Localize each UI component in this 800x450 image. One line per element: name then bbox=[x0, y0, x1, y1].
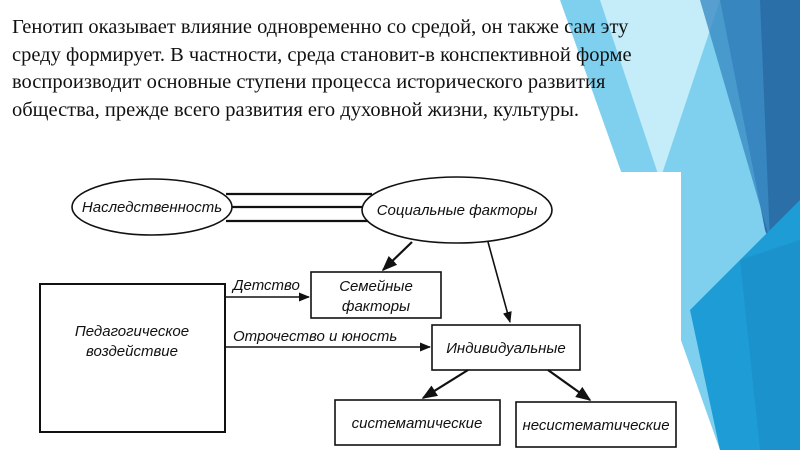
family-factors-node bbox=[310, 271, 442, 319]
social-factors-node bbox=[361, 176, 553, 244]
paragraph-line: среду формирует. В частности, среда стан… bbox=[12, 43, 632, 66]
heredity-label: Наследственность bbox=[82, 199, 222, 216]
adolescence-label: Отрочество и юность bbox=[233, 328, 397, 345]
pedagogical-node bbox=[39, 283, 226, 433]
childhood-label: Детство bbox=[231, 277, 300, 294]
arrow-to-unsystematic bbox=[547, 369, 592, 401]
systematic-label: систематические bbox=[352, 415, 483, 432]
social-factors-label: Социальные факторы bbox=[377, 202, 538, 219]
individual-node bbox=[431, 324, 581, 371]
slide-paragraph: Генотип оказывает влияние одновременно с… bbox=[12, 14, 702, 124]
pedagogical-label: воздействие bbox=[86, 343, 178, 360]
arrow-to-systematic bbox=[421, 369, 469, 399]
paragraph-line: общества, прежде всего развития его духо… bbox=[12, 98, 579, 121]
arrow-social-to-individual bbox=[487, 241, 512, 324]
systematic-node bbox=[334, 399, 501, 446]
unsystematic-label: несистематические bbox=[522, 417, 669, 434]
paragraph-line: Генотип оказывает влияние одновременно с… bbox=[12, 16, 629, 38]
individual-label: Индивидуальные bbox=[446, 340, 566, 357]
pedagogical-label: Педагогическое bbox=[75, 323, 189, 340]
family-factors-label: факторы bbox=[342, 298, 410, 315]
arrow-social-to-family bbox=[381, 241, 413, 272]
heredity-node bbox=[71, 178, 233, 236]
paragraph-line: воспроизводит основные ступени процесса … bbox=[12, 71, 606, 93]
unsystematic-node bbox=[515, 401, 677, 448]
family-factors-label: Семейные bbox=[339, 278, 413, 295]
